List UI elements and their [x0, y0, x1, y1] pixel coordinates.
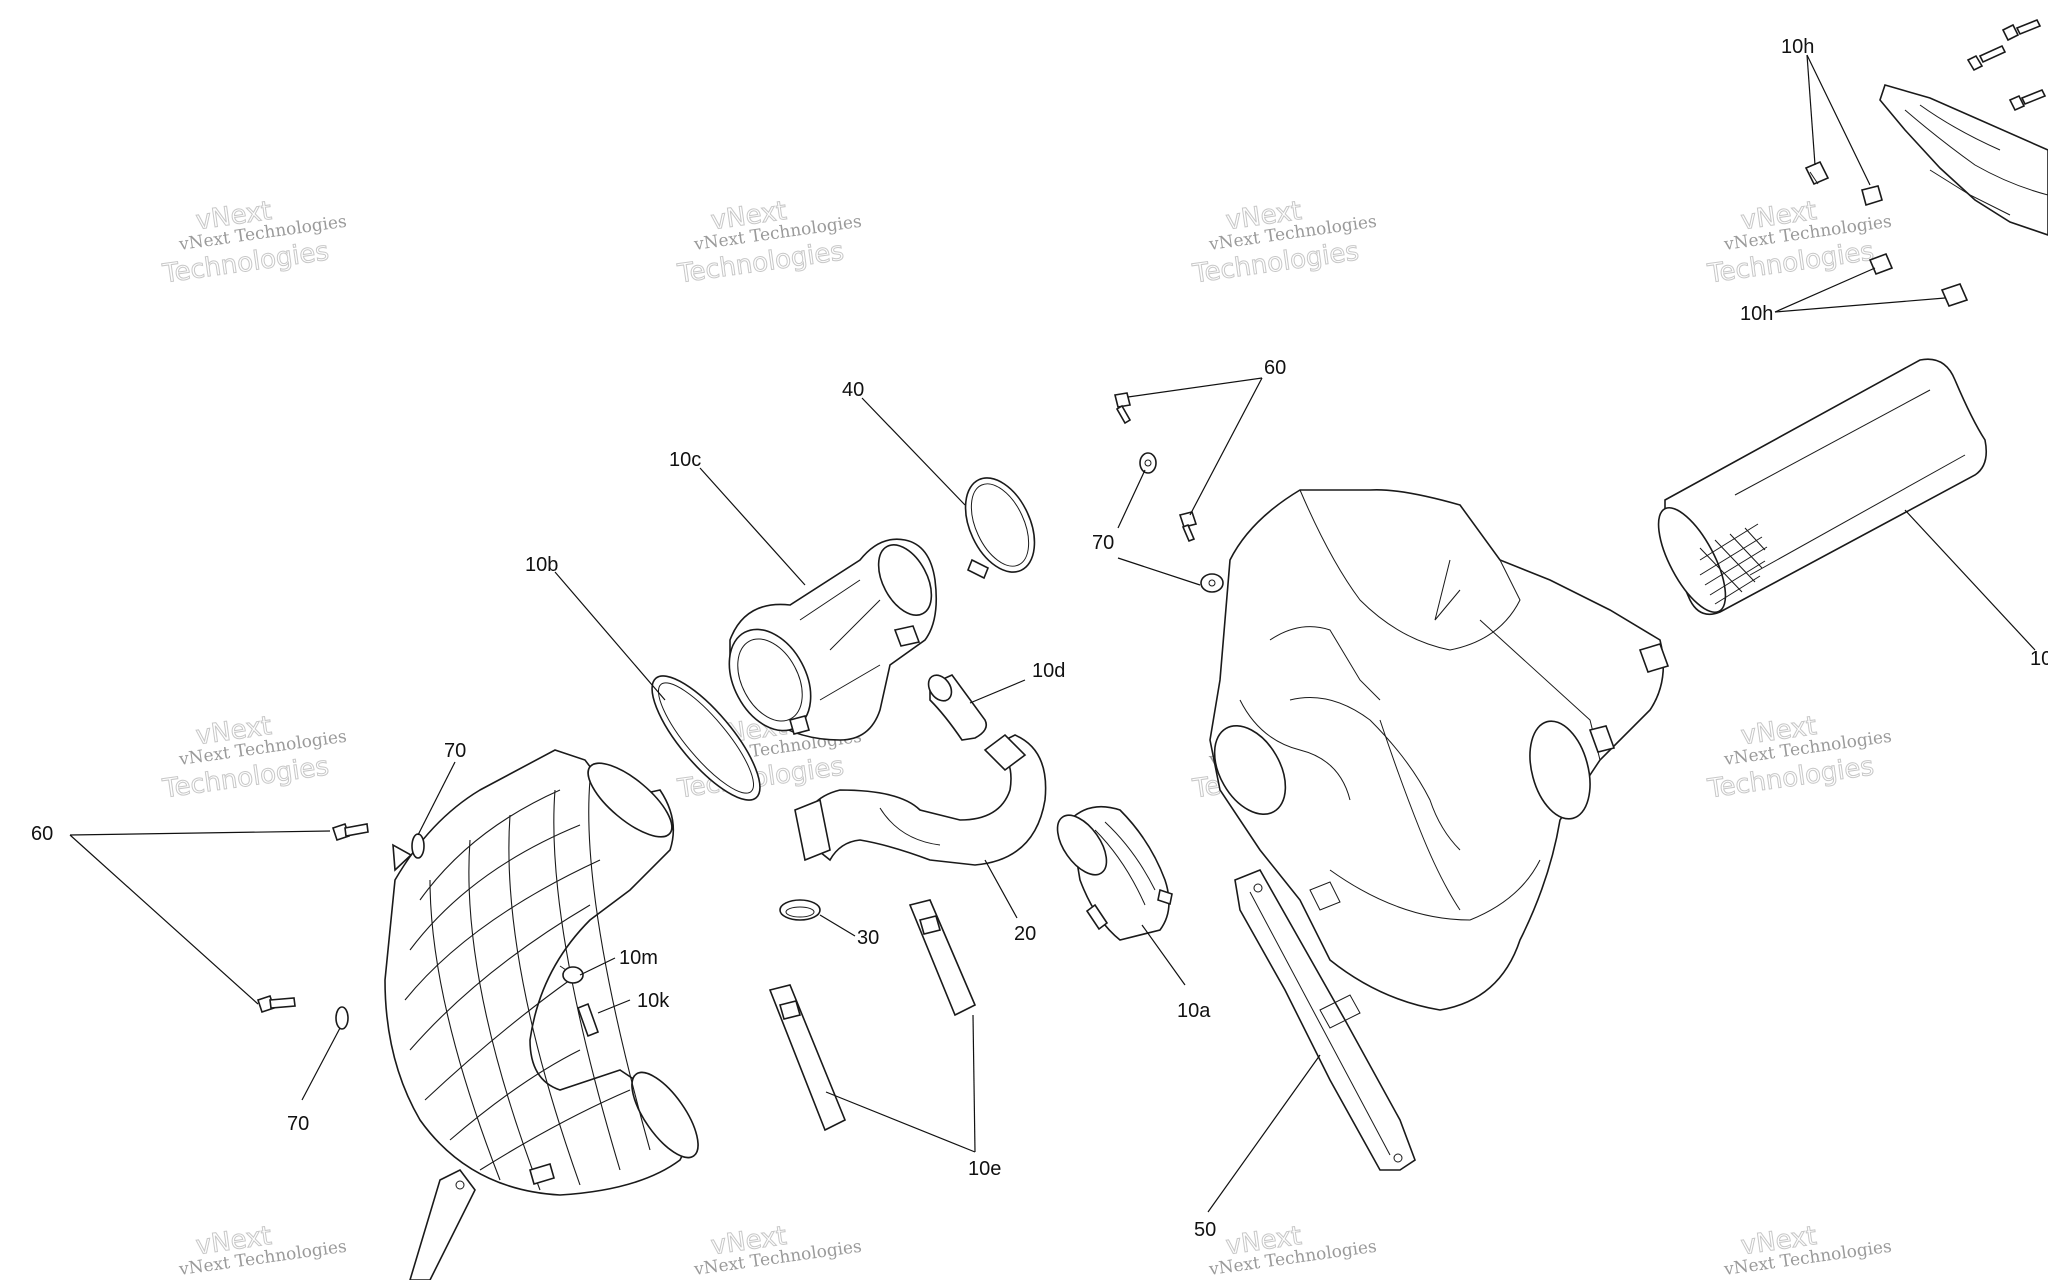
strap-10e-parts — [768, 899, 977, 1132]
watermarks: vNext Technologies vNext Technologies vN… — [160, 196, 1893, 1280]
callout-10h-top: 10h — [1781, 36, 1814, 58]
callout-30: 30 — [857, 927, 879, 949]
callout-10k: 10k — [637, 990, 670, 1012]
washer-70-left-parts — [335, 833, 425, 1030]
callout-10b: 10b — [525, 554, 558, 576]
bolt-60-top-parts — [1114, 392, 1198, 543]
leader-lines — [69, 54, 2036, 1213]
boot-10a-part — [1056, 805, 1173, 941]
watermark: vNext Technologies vNext Technologies — [1190, 196, 1378, 291]
callout-60-top: 60 — [1264, 357, 1286, 379]
callout-10h-bottom: 10h — [1740, 303, 1773, 325]
callout-70-left: 70 — [444, 740, 466, 762]
throttle-body-10c-part — [728, 538, 938, 741]
bracket-50-part — [1234, 868, 1416, 1171]
callout-10-right: 10 — [2030, 648, 2048, 670]
filter-mesh — [1699, 523, 1768, 605]
callout-70-bottom: 70 — [287, 1113, 309, 1135]
callout-labels: 10h 10h 10 40 10c 10b 60 70 10d 70 60 30… — [31, 36, 2048, 1241]
gasket-10b-part — [651, 675, 761, 801]
intake-duct-part — [384, 749, 699, 1196]
callout-70-top: 70 — [1092, 532, 1114, 554]
hose-20-part — [794, 733, 1047, 866]
bolt-60-left-parts — [256, 822, 369, 1014]
pin-10k-part — [576, 1002, 600, 1038]
callout-20: 20 — [1014, 923, 1036, 945]
watermark: vNext Technologies vNext Technologies — [160, 196, 348, 291]
callout-10a: 10a — [1177, 1000, 1211, 1022]
watermark: vNext vNext Technologies — [1207, 1221, 1378, 1280]
washer-70-top-parts — [1139, 452, 1224, 593]
airbox-cover-part — [1879, 84, 2048, 236]
callout-40: 40 — [842, 379, 864, 401]
air-filter-part — [1657, 358, 1988, 616]
watermark: vNext vNext Technologies — [177, 1221, 348, 1280]
clamp-10m-part — [559, 965, 584, 984]
callout-10m: 10m — [619, 947, 658, 969]
support-strut-part — [409, 1168, 476, 1280]
watermark: vNext Technologies vNext Technologies — [1705, 711, 1893, 806]
clamp-40-part — [964, 477, 1036, 580]
clamp-30-part — [779, 899, 821, 921]
callout-10e: 10e — [968, 1158, 1001, 1180]
watermark: vNext vNext Technologies — [1722, 1221, 1893, 1280]
callout-50: 50 — [1194, 1219, 1216, 1241]
watermark: vNext Technologies vNext Technologies — [160, 711, 348, 806]
watermark: vNext vNext Technologies — [692, 1221, 863, 1280]
watermark: vNext Technologies vNext Technologies — [675, 196, 863, 291]
connector-10d-part — [927, 674, 988, 741]
callout-10d: 10d — [1032, 660, 1065, 682]
callout-10c: 10c — [669, 449, 701, 471]
duct-ribs — [404, 779, 651, 1191]
clip-10h-parts — [1804, 160, 1969, 307]
callout-60-left: 60 — [31, 823, 53, 845]
airbox-part — [1209, 488, 1670, 1011]
top-right-bolts — [1966, 18, 2047, 112]
